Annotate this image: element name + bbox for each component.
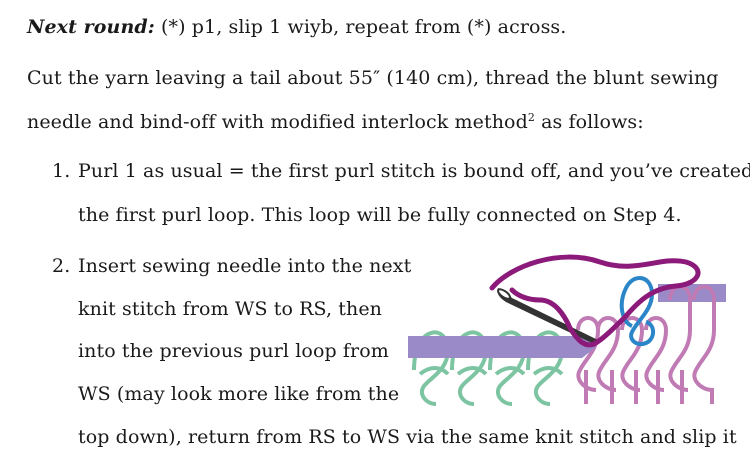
step-1-line-2: the first purl loop. This loop will be f… <box>78 204 682 226</box>
paragraph-line-1: Cut the yarn leaving a tail about 55″ (1… <box>27 67 719 89</box>
footnote-marker: 2 <box>527 111 535 124</box>
working-yarn-icon <box>489 254 701 348</box>
next-round-text: (*) p1, slip 1 wiyb, repeat from (*) acr… <box>154 16 567 38</box>
paragraph-line-2: needle and bind-off with modified interl… <box>27 110 644 134</box>
next-round-paragraph: Next round: (*) p1, slip 1 wiyb, repeat … <box>27 15 566 39</box>
purl-loop-icon <box>619 276 655 347</box>
step-2-number: 2. <box>52 255 71 277</box>
step-2-line-1: Insert sewing needle into the next <box>78 255 412 277</box>
step-2-line-5: top down), return from RS to WS via the … <box>78 426 737 448</box>
step-2-line-4: WS (may look more like from the <box>78 383 400 405</box>
bind-off-stitch-diagram-icon <box>408 254 726 406</box>
step-2-line-3: into the previous purl loop from <box>78 340 389 362</box>
paragraph-line-2-text: needle and bind-off with modified interl… <box>27 111 528 133</box>
step-1-line-1: Purl 1 as usual = the first purl stitch … <box>78 160 750 182</box>
front-needle-icon <box>408 336 596 358</box>
step-2-line-2: knit stitch from WS to RS, then <box>78 298 383 320</box>
step-1-number: 1. <box>52 160 71 182</box>
sewing-needle-icon <box>497 288 598 344</box>
paragraph-line-2-end: as follows: <box>534 111 644 133</box>
green-stitches-icon <box>412 330 565 406</box>
pink-stitches-icon <box>576 284 716 404</box>
next-round-label: Next round: <box>27 16 155 38</box>
